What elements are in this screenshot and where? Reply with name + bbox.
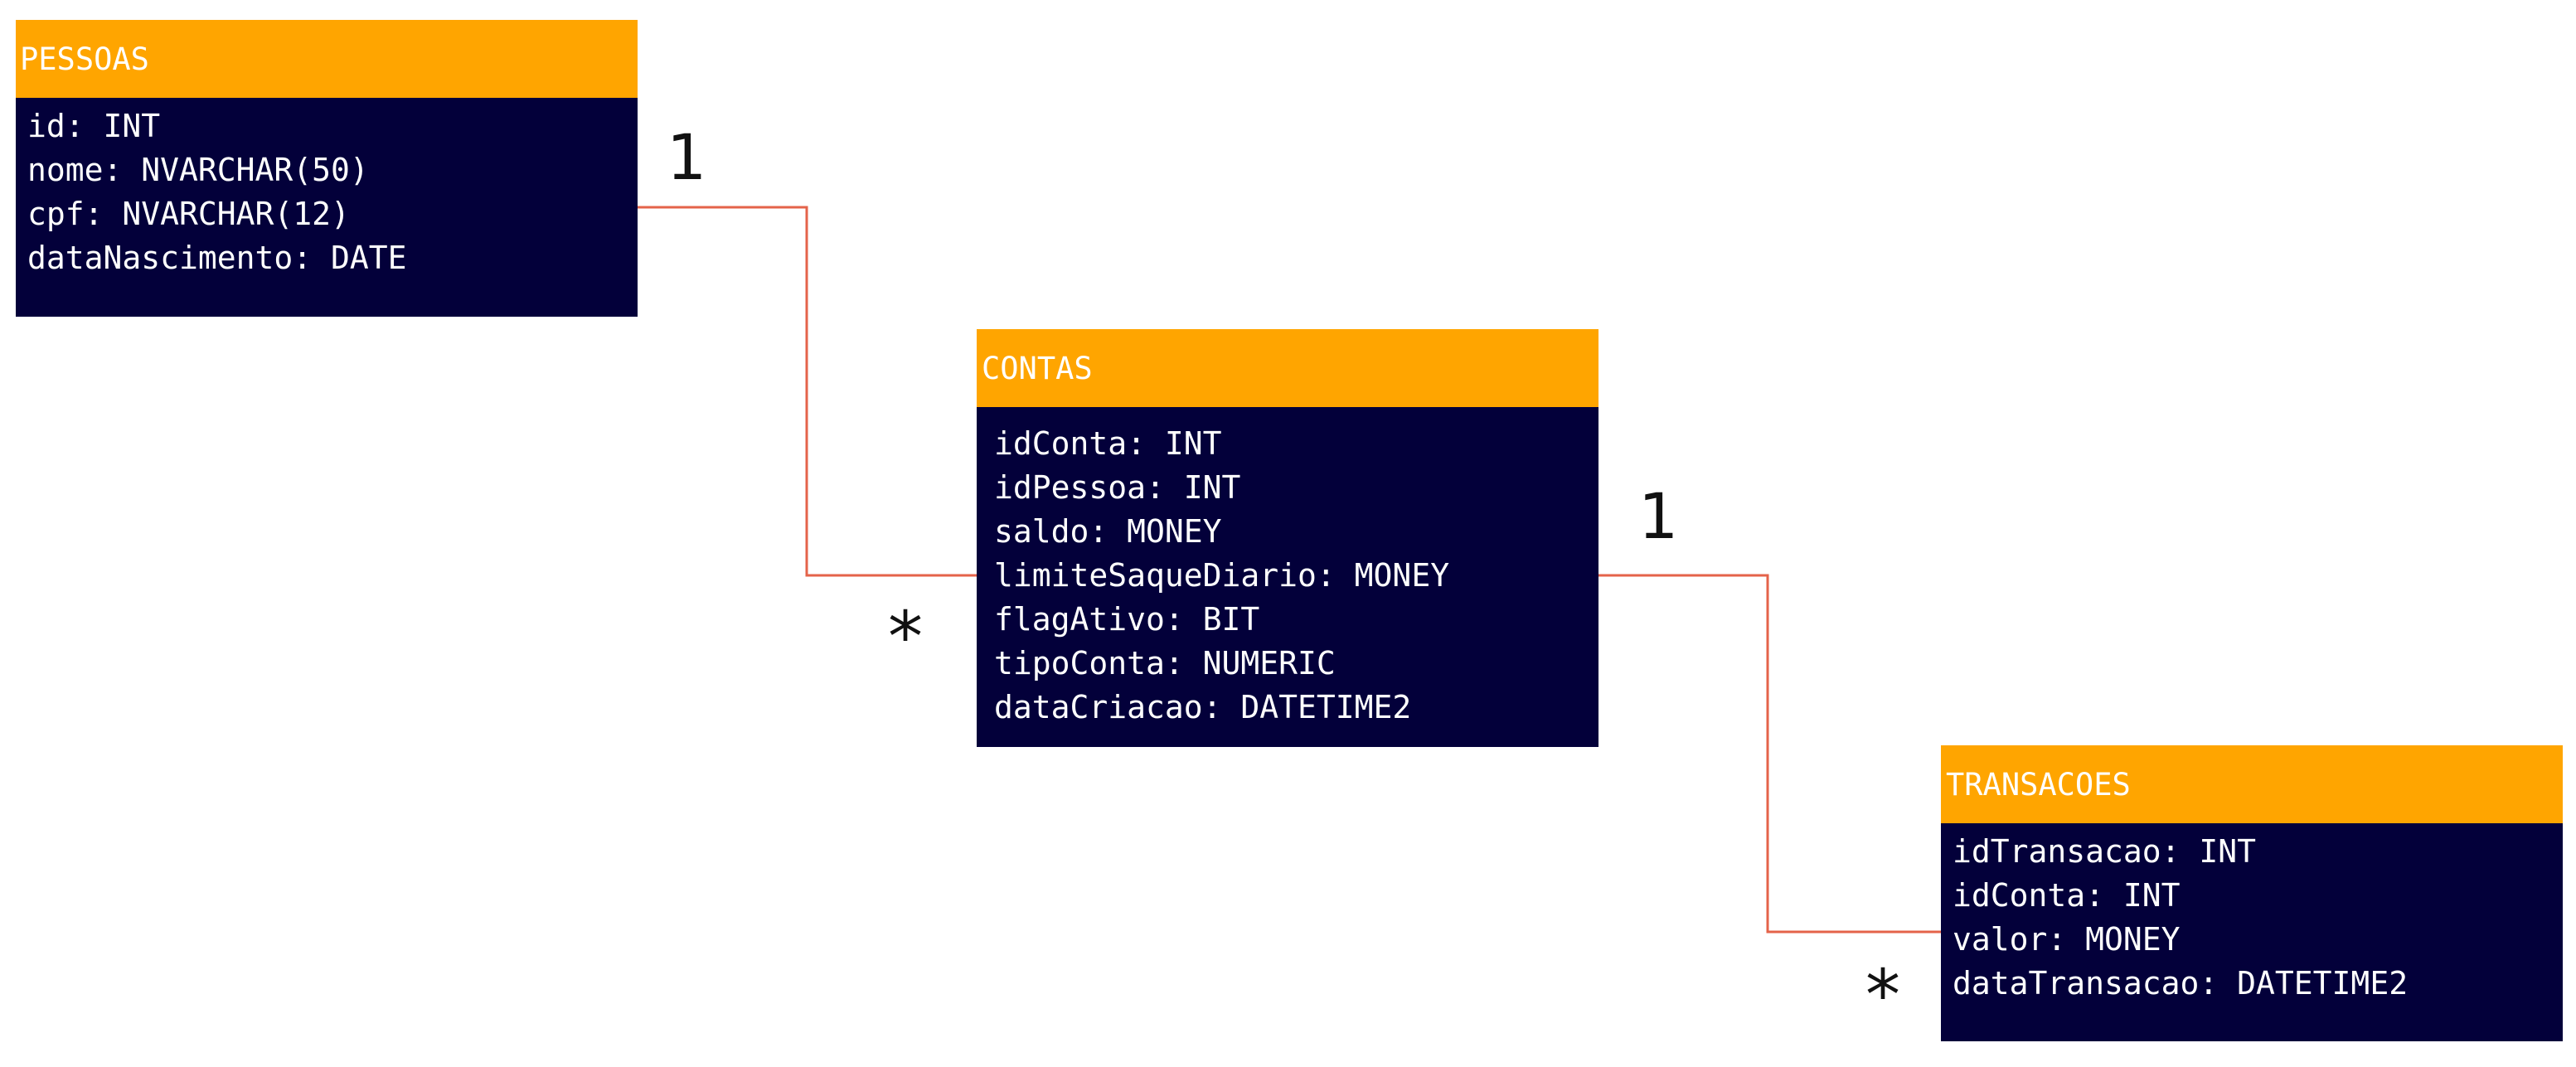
- multiplicity-contas-many: *: [888, 596, 923, 677]
- attribute-row: dataTransacao: DATETIME2: [1953, 965, 2409, 1002]
- attribute-row: saldo: MONEY: [994, 513, 1222, 550]
- attribute-row: flagAtivo: BIT: [994, 601, 1260, 638]
- entity-title: PESSOAS: [20, 41, 149, 77]
- attribute-row: valor: MONEY: [1953, 921, 2181, 958]
- multiplicity-contas-one: 1: [1638, 479, 1679, 553]
- attribute-row: idConta: INT: [1953, 877, 2181, 914]
- attribute-row: dataNascimento: DATE: [27, 240, 407, 276]
- attribute-row: limiteSaqueDiario: MONEY: [994, 557, 1450, 594]
- multiplicity-pessoas-one: 1: [667, 120, 707, 194]
- entity-pessoas[interactable]: PESSOAS id: INT nome: NVARCHAR(50) cpf: …: [16, 20, 638, 317]
- connector-contas-transacoes: [1598, 574, 1941, 934]
- entity-header: TRANSACOES: [1941, 745, 2563, 823]
- attribute-row: cpf: NVARCHAR(12): [27, 196, 350, 232]
- attribute-row: idPessoa: INT: [994, 469, 1241, 506]
- entity-transacoes[interactable]: TRANSACOES idTransacao: INT idConta: INT…: [1941, 745, 2563, 1041]
- entity-attributes: id: INT nome: NVARCHAR(50) cpf: NVARCHAR…: [16, 98, 638, 317]
- attribute-row: dataCriacao: DATETIME2: [994, 689, 1412, 725]
- entity-attributes: idTransacao: INT idConta: INT valor: MON…: [1941, 823, 2563, 1041]
- attribute-row: idTransacao: INT: [1953, 833, 2257, 870]
- entity-header: CONTAS: [977, 329, 1598, 407]
- entity-title: TRANSACOES: [1946, 766, 2131, 803]
- entity-contas[interactable]: CONTAS idConta: INT idPessoa: INT saldo:…: [977, 329, 1598, 747]
- entity-title: CONTAS: [982, 350, 1093, 386]
- attribute-row: nome: NVARCHAR(50): [27, 152, 369, 188]
- entity-attributes: idConta: INT idPessoa: INT saldo: MONEY …: [977, 407, 1598, 747]
- connector-pessoas-contas: [638, 206, 977, 577]
- entity-header: PESSOAS: [16, 20, 638, 98]
- attribute-row: id: INT: [27, 108, 161, 144]
- attribute-row: idConta: INT: [994, 425, 1222, 462]
- attribute-row: tipoConta: NUMERIC: [994, 645, 1336, 681]
- multiplicity-transacoes-many: *: [1865, 954, 1900, 1035]
